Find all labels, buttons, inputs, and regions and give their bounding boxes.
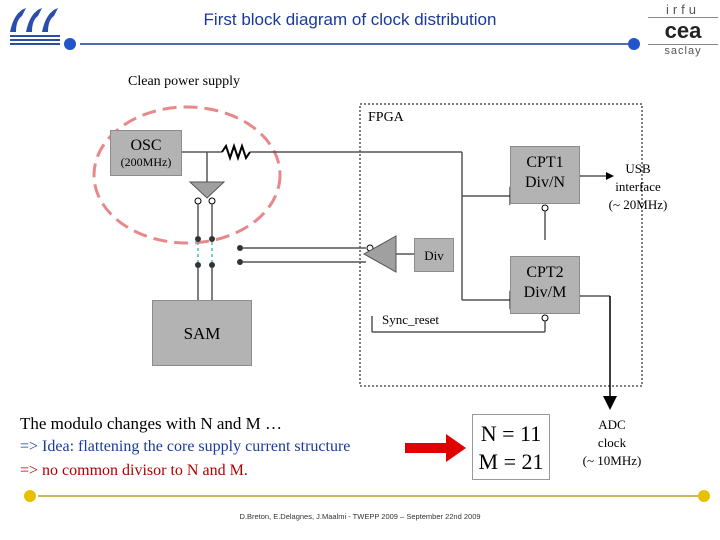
title-dot-left bbox=[64, 38, 76, 50]
cpt1-label: CPT1 bbox=[526, 154, 564, 171]
clean-power-circle bbox=[92, 105, 282, 245]
notes-line3: => no common divisor to N and M. bbox=[20, 462, 248, 479]
cpt1-box: CPT1 Div/N bbox=[510, 146, 580, 204]
irfu-logo-text: irfu bbox=[665, 2, 701, 17]
osc-box: OSC (200MHz) bbox=[110, 130, 182, 176]
usb-line2: interface bbox=[615, 179, 661, 194]
usb-line1: USB bbox=[625, 161, 651, 176]
notes-line1: The modulo changes with N and M … bbox=[20, 414, 283, 433]
cea-logo-text: cea bbox=[648, 17, 718, 45]
red-arrow-icon bbox=[405, 434, 466, 462]
equation-m: M = 21 bbox=[478, 449, 544, 474]
adc-clock-label: ADC clock (~ 10MHz) bbox=[572, 416, 652, 470]
bottom-dot-left bbox=[24, 490, 36, 502]
sam-box: SAM bbox=[152, 300, 252, 366]
adc-line1: ADC bbox=[598, 417, 626, 432]
div-label: Div bbox=[424, 248, 444, 263]
slide-title: First block diagram of clock distributio… bbox=[203, 10, 497, 29]
equation-box: N = 11 M = 21 bbox=[472, 414, 550, 480]
cpt2-divisor: Div/M bbox=[523, 284, 567, 301]
osc-label: OSC bbox=[130, 137, 162, 154]
cpt1-divisor: Div/N bbox=[525, 174, 565, 191]
clean-power-label: Clean power supply bbox=[128, 74, 240, 89]
div-box: Div bbox=[414, 238, 454, 272]
div-buffer-icon bbox=[362, 235, 397, 273]
irfu-cea-logo: irfu cea saclay bbox=[648, 2, 718, 66]
sync-reset-label: Sync_reset bbox=[382, 312, 440, 327]
adc-line2: clock bbox=[597, 435, 627, 450]
buffer-triangle-icon bbox=[188, 181, 226, 199]
resistor-icon bbox=[221, 142, 251, 162]
equation-n: N = 11 bbox=[480, 421, 542, 446]
fpga-boundary bbox=[359, 103, 643, 387]
saclay-logo-text: saclay bbox=[664, 45, 702, 57]
osc-frequency: (200MHz) bbox=[120, 155, 172, 169]
notes-line2: => Idea: flattening the core supply curr… bbox=[20, 438, 351, 455]
usb-interface-label: USB interface (~ 20MHz) bbox=[598, 160, 678, 214]
fpga-label: FPGA bbox=[368, 110, 404, 125]
title-dot-right bbox=[628, 38, 640, 50]
lal-logo-icon bbox=[10, 8, 60, 45]
usb-line3: (~ 20MHz) bbox=[608, 197, 668, 212]
sam-label: SAM bbox=[183, 324, 221, 343]
bottom-dot-right bbox=[698, 490, 710, 502]
footer-credits: D.Breton, E.Delagnes, J.Maalmi - TWEPP 2… bbox=[239, 512, 481, 521]
cpt2-label: CPT2 bbox=[526, 264, 564, 281]
cpt2-box: CPT2 Div/M bbox=[510, 256, 580, 314]
adc-line3: (~ 10MHz) bbox=[582, 453, 642, 468]
